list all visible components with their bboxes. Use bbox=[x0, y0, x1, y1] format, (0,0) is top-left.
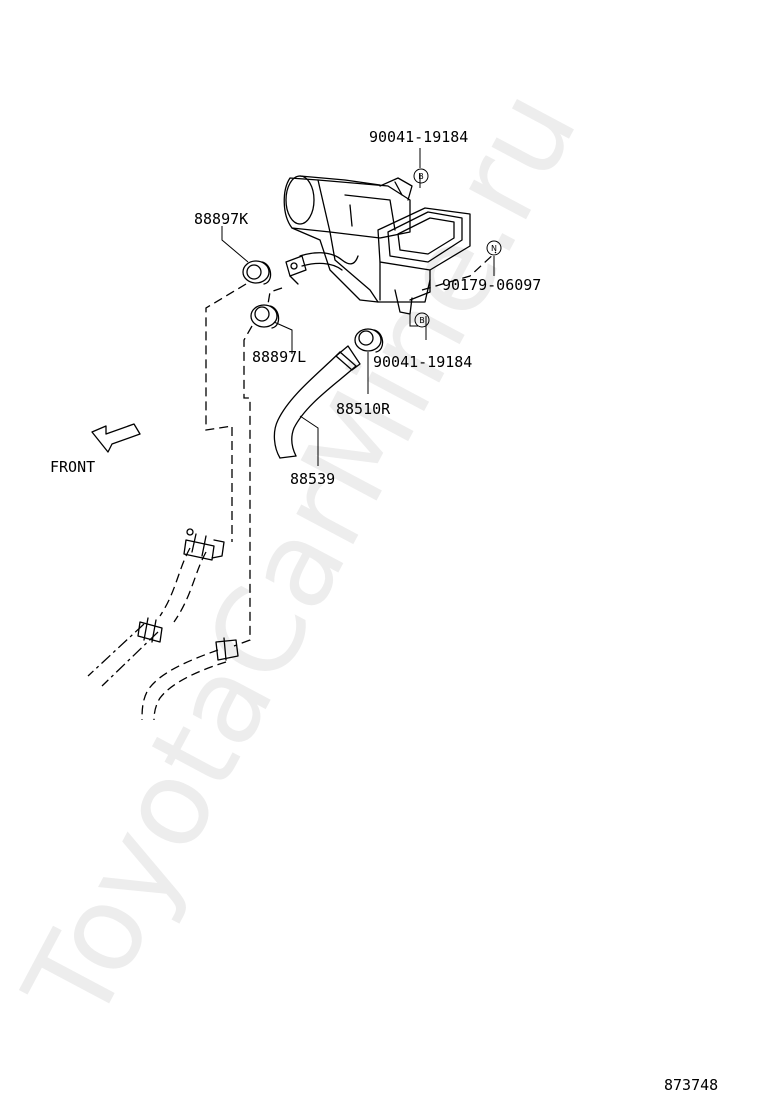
part-label-88897K[interactable]: 88897K bbox=[194, 210, 248, 228]
part-label-90041-bottom[interactable]: 90041-19184 bbox=[373, 353, 472, 371]
diagram-number: 873748 bbox=[664, 1076, 718, 1094]
grommet-88897L bbox=[250, 304, 280, 329]
drain-hose-88539 bbox=[273, 345, 361, 459]
pipe-lines bbox=[87, 528, 239, 721]
assembly-leaders bbox=[205, 174, 497, 647]
part-label-88510R[interactable]: 88510R bbox=[336, 400, 391, 418]
grommet-88510R bbox=[354, 328, 384, 353]
part-label-88539[interactable]: 88539 bbox=[290, 470, 335, 488]
svg-text:B: B bbox=[419, 316, 425, 325]
svg-text:N: N bbox=[491, 244, 497, 253]
marker-b-top: B bbox=[413, 168, 429, 184]
front-label: FRONT bbox=[50, 458, 95, 476]
part-label-90041-top[interactable]: 90041-19184 bbox=[369, 128, 468, 146]
marker-n: N bbox=[486, 240, 502, 256]
part-label-90179[interactable]: 90179-06097 bbox=[442, 276, 541, 294]
leader-lines bbox=[221, 148, 495, 466]
watermark: ToyotaCarMine.ru bbox=[0, 68, 604, 1044]
heater-unit bbox=[283, 175, 471, 315]
svg-text:B: B bbox=[418, 172, 424, 181]
grommet-88897K bbox=[242, 260, 272, 285]
marker-b-bottom: B bbox=[414, 312, 430, 328]
front-arrow-icon bbox=[91, 423, 141, 453]
part-label-88897L[interactable]: 88897L bbox=[252, 348, 306, 366]
